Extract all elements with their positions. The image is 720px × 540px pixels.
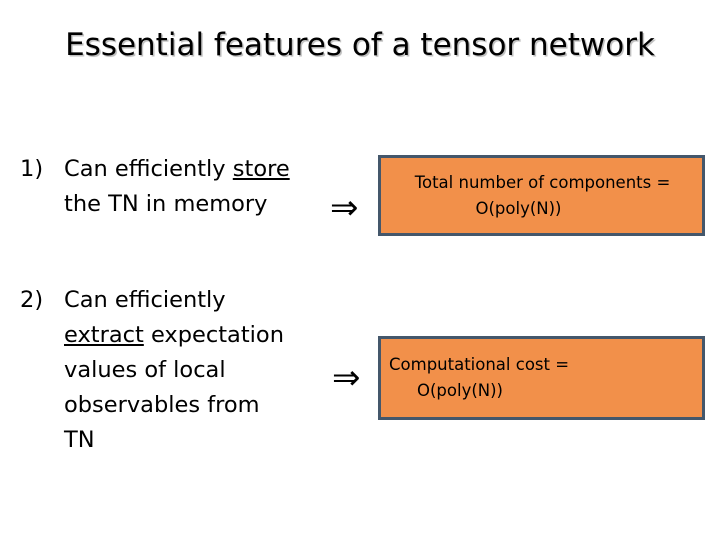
callout-box-components-line-2: O(poly(N)) — [475, 198, 562, 218]
callout-box-cost-line-2: O(poly(N)) — [417, 381, 503, 400]
list-item-2-text: Can efficiently extract expectation valu… — [64, 283, 340, 458]
list-item-1-marker: 1) — [20, 156, 44, 182]
list-item-1-line2: the TN in memory — [64, 191, 268, 217]
list-item-2-line1: Can efficiently — [64, 287, 226, 313]
list-item-1-line1-prefix: Can efficiently — [64, 156, 233, 182]
list-item-2-line2-suffix: expectation — [143, 322, 284, 348]
list-item-2-marker: 2) — [20, 287, 44, 313]
callout-box-components-line-1: Total number of components = — [414, 172, 671, 192]
callout-box-components: Total number of components = O(poly(N)) — [378, 155, 705, 236]
list-item-1: 1) Can efficiently store the TN in memor… — [20, 152, 340, 222]
callout-box-cost: Computational cost = O(poly(N)) — [378, 336, 705, 420]
list-item-2-line3: values of local — [64, 357, 226, 383]
callout-box-cost-line-1: Computational cost = — [389, 355, 570, 374]
double-right-arrow-icon: ⇒ — [330, 188, 359, 228]
list-item-2-keyword-extract: extract — [64, 322, 144, 348]
list-item-1-text: Can efficiently store the TN in memory — [64, 152, 340, 222]
list-item-1-keyword-store: store — [232, 156, 290, 182]
list-item-2-line4: observables from — [64, 392, 260, 418]
page-title: Essential features of a tensor network — [65, 27, 655, 63]
double-right-arrow-icon: ⇒ — [332, 358, 361, 398]
list-item-2: 2) Can efficiently extract expectation v… — [20, 283, 340, 458]
list-item-2-line5: TN — [64, 427, 95, 453]
